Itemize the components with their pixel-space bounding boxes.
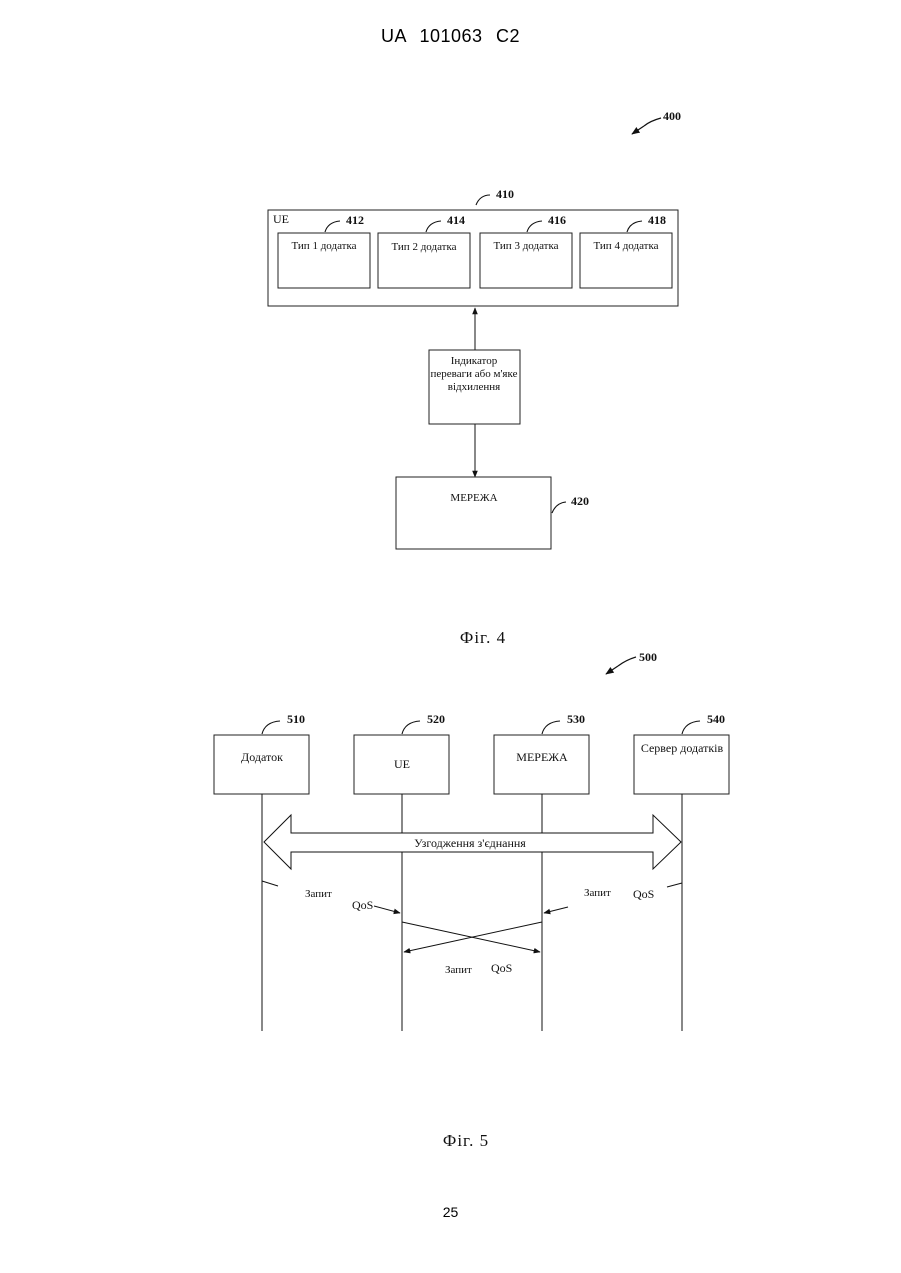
fig4-ref-label: 400: [663, 109, 681, 123]
app-type-label: Тип 3 додатка: [493, 240, 558, 252]
page-number: 25: [0, 1204, 901, 1220]
negotiation-label: Узгодження з'єднання: [414, 836, 526, 850]
app-type-label: Тип 2 додатка: [391, 241, 456, 253]
entity-label: Сервер додатків: [641, 741, 724, 755]
fig5: 500 510 Додаток 520 UE 530 МЕРЕЖА: [214, 650, 729, 1150]
entity-label: Додаток: [241, 750, 283, 764]
app-type-box-4: 418 Тип 4 додатка: [580, 213, 672, 288]
entity-ref: 540: [707, 712, 725, 726]
network-ref-leader: [552, 502, 566, 513]
network-ref-label: 420: [571, 494, 589, 508]
mid-request-word: Запит: [445, 964, 472, 976]
network-label: МЕРЕЖА: [450, 492, 497, 504]
app-type-box-1: 412 Тип 1 додатка: [278, 213, 370, 288]
app-request-qos: QoS: [352, 898, 373, 912]
indicator-line-3: відхилення: [448, 381, 500, 393]
entity-label: МЕРЕЖА: [516, 750, 568, 764]
ue-ref-leader: [476, 195, 490, 205]
app-type-ref: 418: [648, 213, 666, 227]
entity-ref: 520: [427, 712, 445, 726]
app-type-box-2: 414 Тип 2 додатка: [378, 213, 470, 288]
fig5-caption: Фіг. 5: [443, 1131, 489, 1150]
app-request-word: Запит: [305, 888, 332, 900]
app-type-ref: 416: [548, 213, 566, 227]
ue-ref-label: 410: [496, 187, 514, 201]
server-request-word: Запит: [584, 887, 611, 899]
app-type-label: Тип 4 додатка: [593, 240, 658, 252]
fig4-caption: Фіг. 4: [460, 628, 506, 647]
app-request-arrow: [374, 906, 400, 913]
network-box: [396, 477, 551, 549]
server-request-arrow: [544, 907, 568, 913]
indicator-line-2: переваги або м'яке: [431, 368, 518, 380]
app-request-tick: [262, 881, 278, 886]
app-type-ref: 412: [346, 213, 364, 227]
indicator-line-1: Індикатор: [451, 355, 498, 367]
fig4-ref-pointer: [632, 118, 661, 134]
app-type-box-3: 416 Тип 3 додатка: [480, 213, 572, 288]
ue-box-label: UE: [273, 212, 289, 226]
entity-app-server: 540 Сервер додатків: [634, 712, 729, 794]
app-type-label: Тип 1 додатка: [291, 240, 356, 252]
mid-request-qos: QoS: [491, 961, 512, 975]
entity-ref: 530: [567, 712, 585, 726]
fig5-ref-pointer: [606, 657, 636, 674]
server-request-tick: [667, 883, 682, 887]
fig5-ref-label: 500: [639, 650, 657, 664]
entity-application: 510 Додаток: [214, 712, 309, 794]
entity-network: 530 МЕРЕЖА: [494, 712, 589, 794]
entity-ref: 510: [287, 712, 305, 726]
entity-label: UE: [394, 757, 410, 771]
app-type-ref: 414: [447, 213, 465, 227]
server-request-qos: QoS: [633, 887, 654, 901]
entity-ue: 520 UE: [354, 712, 449, 794]
fig4: 400 410 UE 412 Тип 1 додатка 414 Тип 2 д…: [268, 109, 681, 647]
